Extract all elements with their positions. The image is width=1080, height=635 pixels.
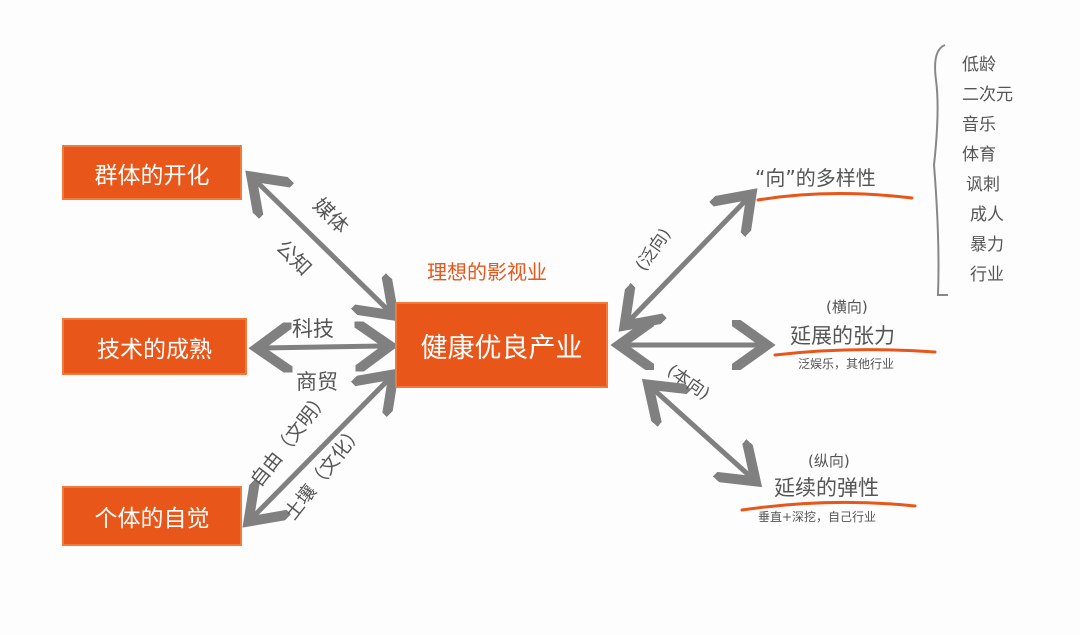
- label-trade: 商贸: [296, 370, 338, 394]
- node-individual-awareness: 个体的自觉: [62, 486, 242, 546]
- list-item: 音乐: [962, 115, 996, 135]
- genre-list: 低龄 二次元 音乐 体育 讽刺 成人 暴力 行业: [962, 50, 1013, 290]
- list-item: 二次元: [962, 85, 1013, 105]
- arrow-vertical: [652, 388, 752, 478]
- vertical-title: 延续的弹性: [774, 476, 879, 500]
- vertical-sub: 垂直+深挖，自己行业: [758, 510, 877, 524]
- underline-diversity: [756, 191, 914, 202]
- list-item: 讽刺: [966, 175, 1000, 195]
- node-center: 健康优良产业: [395, 302, 608, 388]
- list-item: 暴力: [970, 235, 1004, 255]
- list-item: 成人: [970, 205, 1004, 225]
- horizontal-tag: (横向): [826, 298, 868, 316]
- center-title: 理想的影视业: [427, 260, 547, 284]
- list-item: 低龄: [962, 55, 996, 75]
- underline-vertical: [740, 500, 917, 512]
- underline-horizontal: [773, 348, 937, 357]
- label-tech: 科技: [292, 317, 334, 341]
- node-group-enlightenment: 群体的开化: [62, 145, 242, 200]
- vertical-tag: (纵向): [808, 452, 850, 470]
- node-tech-maturity: 技术的成熟: [62, 318, 247, 375]
- list-item: 体育: [962, 145, 996, 165]
- arrow-group: [255, 180, 390, 312]
- arrow-diversity: [628, 198, 748, 322]
- horizontal-title: 延展的张力: [790, 324, 895, 348]
- horizontal-sub: 泛娱乐，其他行业: [798, 357, 895, 371]
- diversity-title: “向”的多样性: [755, 166, 876, 190]
- arrow-individual: [252, 378, 390, 518]
- arrow-tech: [262, 346, 385, 348]
- brace: [932, 44, 948, 296]
- list-item: 行业: [970, 265, 1004, 285]
